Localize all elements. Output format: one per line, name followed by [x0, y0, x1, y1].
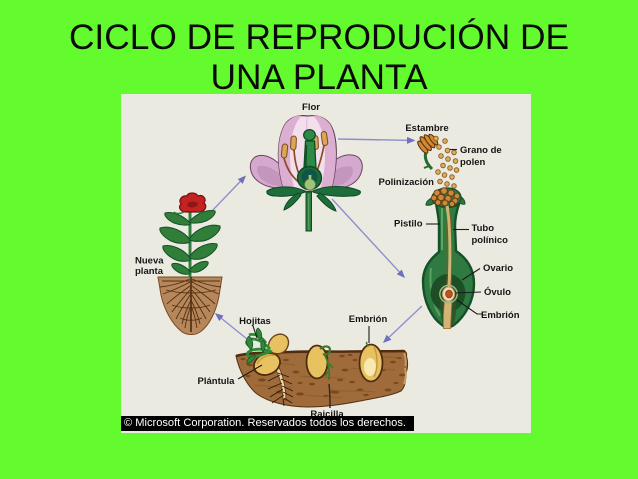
svg-text:Embrión: Embrión	[481, 310, 520, 321]
svg-text:Estambre: Estambre	[405, 123, 448, 134]
svg-text:Flor: Flor	[302, 102, 320, 113]
svg-text:Hojitas: Hojitas	[239, 316, 271, 327]
svg-text:Grano de: Grano de	[460, 145, 502, 156]
svg-text:Óvulo: Óvulo	[484, 286, 511, 298]
svg-text:Raicilla: Raicilla	[310, 409, 344, 420]
svg-text:polen: polen	[460, 157, 486, 168]
svg-text:Polinización: Polinización	[379, 177, 435, 188]
svg-text:Plántula: Plántula	[198, 376, 236, 387]
svg-text:planta: planta	[135, 266, 164, 277]
svg-text:Pistilo: Pistilo	[394, 219, 423, 230]
svg-text:Nueva: Nueva	[135, 256, 164, 267]
svg-text:polínico: polínico	[472, 235, 509, 246]
svg-text:Embrión: Embrión	[349, 314, 388, 325]
svg-text:Tubo: Tubo	[472, 223, 495, 234]
svg-text:Ovario: Ovario	[483, 263, 513, 274]
